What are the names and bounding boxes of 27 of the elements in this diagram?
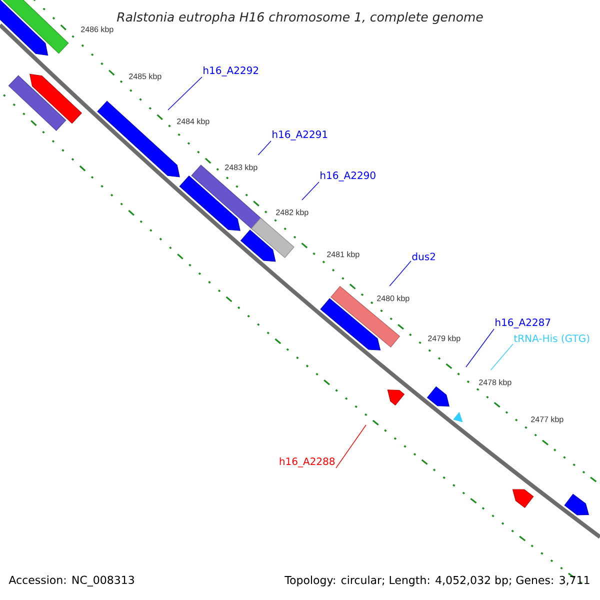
tick-label: 2480 kbp (377, 295, 410, 303)
leader-line (466, 328, 494, 368)
tick-label: 2486 kbp (81, 26, 114, 34)
gene-label: h16_A2291 (272, 130, 328, 140)
leader-line (258, 140, 272, 156)
gene-label: h16_A2292 (204, 66, 258, 76)
gene-label: h16_A2290 (320, 171, 376, 182)
gene-label: tRNA-His (GTG) (514, 334, 590, 344)
leader-line (336, 424, 366, 468)
tick-label: 2479 kbp (428, 335, 460, 343)
leader-line (490, 344, 514, 370)
gene-label: h16_A2288 (280, 457, 335, 468)
gene-label: h16_A2287 (496, 318, 550, 328)
leader-line (389, 260, 412, 286)
tick-label: 2482 kbp (276, 209, 308, 217)
tick-label: 2484 kbp (177, 118, 210, 126)
leader-line (168, 76, 202, 110)
tick-label: 2477 kbp (531, 416, 564, 424)
tick-label: 2483 kbp (225, 164, 258, 172)
tick-label: 2481 kbp (327, 251, 360, 259)
title: Ralstonia eutropha H16 chromosome 1, complete genome (116, 12, 483, 24)
leader-line (302, 182, 320, 200)
gene-label: dus2 (412, 252, 435, 260)
tick-label: 2485 kbp (129, 73, 162, 81)
footer-text: Topology: circular; Length: 4,052,032 bp; Genes: 3,711 (284, 576, 590, 586)
tick-label: 2478 kbp (479, 379, 512, 387)
footer-text: Accession: NC_008313 (8, 576, 134, 586)
